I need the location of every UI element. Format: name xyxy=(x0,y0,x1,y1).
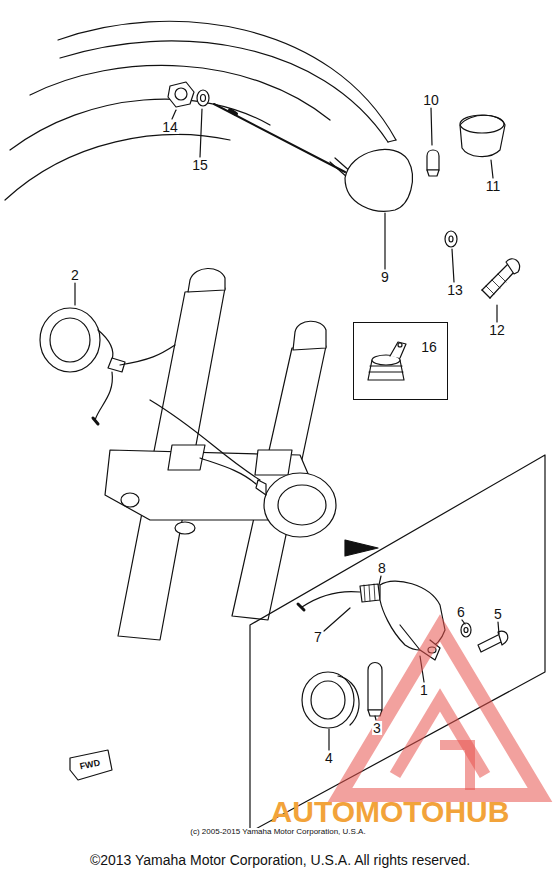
lamp-body xyxy=(345,150,412,212)
stalk xyxy=(214,104,345,172)
forward-icon xyxy=(70,750,112,780)
copyright-note: (c) 2005-2015 Yamaha Motor Corporation, … xyxy=(189,828,366,836)
callout-number: 11 xyxy=(485,179,502,193)
callout-number: 12 xyxy=(488,323,506,337)
screw xyxy=(478,631,508,652)
washer xyxy=(461,623,471,637)
callout-number: 3 xyxy=(372,721,382,735)
callout-number: 2 xyxy=(70,268,80,282)
fender-edge xyxy=(58,21,396,140)
watermark-logo xyxy=(340,628,540,795)
lens xyxy=(302,672,359,728)
callout-number: 6 xyxy=(456,605,466,619)
washer xyxy=(197,90,209,106)
caption: ©2013 Yamaha Motor Corporation, U.S.A. A… xyxy=(89,853,471,867)
callout-number: 13 xyxy=(446,283,464,297)
screw xyxy=(482,259,520,298)
callout-number: 10 xyxy=(422,93,440,107)
callout-number: 15 xyxy=(191,158,209,172)
callout-number: 16 xyxy=(420,340,438,354)
watermark-text: AUTOMOTOHUB xyxy=(270,797,511,827)
bulb-socket xyxy=(368,342,406,380)
fender-line xyxy=(5,135,230,200)
lens xyxy=(460,115,505,157)
fender-line xyxy=(30,65,330,120)
callout-number: 4 xyxy=(324,751,334,765)
turn-signal-lamp xyxy=(200,458,336,537)
callout-number: 5 xyxy=(493,607,503,621)
bulb xyxy=(368,663,382,717)
bulb xyxy=(427,150,439,176)
callout-number: 1 xyxy=(419,683,429,697)
fender-edge xyxy=(60,41,388,142)
callout-number: 8 xyxy=(377,561,387,575)
callout-number: 7 xyxy=(313,630,323,644)
washer xyxy=(445,231,457,247)
fender-line xyxy=(10,99,270,150)
inset-box: 16 xyxy=(353,322,448,400)
front-fork xyxy=(105,268,326,640)
turn-signal-lamp xyxy=(40,308,175,424)
inset-panel xyxy=(250,455,545,832)
callout-number: 9 xyxy=(380,270,390,284)
nut xyxy=(168,82,194,107)
callout-number: 14 xyxy=(161,120,179,134)
